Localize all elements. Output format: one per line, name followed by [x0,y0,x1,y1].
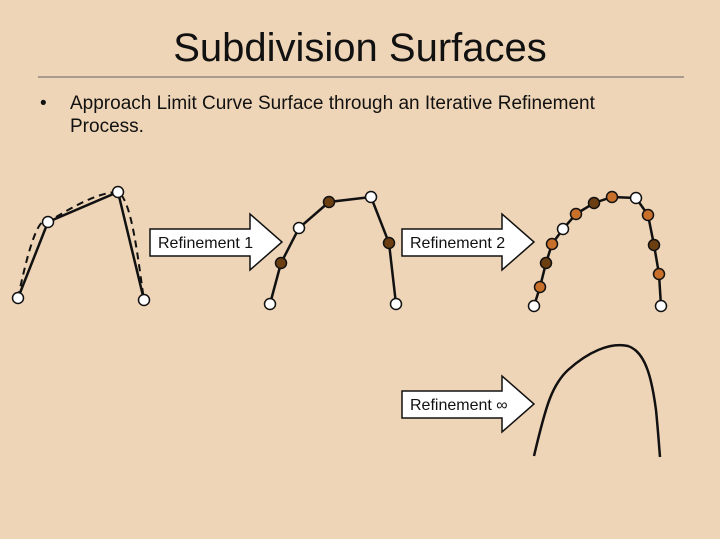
arrow-label: Refinement 2 [410,235,505,252]
dashed-limit-curve [17,190,145,301]
refinement-arrow-infinity: Refinement ∞ [401,374,536,434]
old-point [263,297,277,311]
stage-refinement-1 [263,190,403,311]
old-point [292,221,306,235]
new-point [569,207,583,221]
arrow-label: Refinement 1 [158,235,253,252]
refinement-arrow-2: Refinement 2 [401,212,536,272]
old-point [587,196,601,210]
old-point [654,299,668,313]
new-point [274,256,288,270]
old-point [647,238,661,252]
bullet-marker: • [40,93,47,114]
old-point [364,190,378,204]
new-point [545,237,559,251]
control-point [41,215,55,229]
refinement-arrow-1: Refinement 1 [149,212,284,272]
old-point [556,222,570,236]
old-point [629,191,643,205]
arrow-label: Refinement ∞ [410,397,508,414]
new-point [533,280,547,294]
title-divider [38,76,684,78]
arrow-shape [401,212,536,272]
control-point [137,293,151,307]
new-point [652,267,666,281]
old-point [389,297,403,311]
control-point [11,291,25,305]
new-point [641,208,655,222]
new-point [382,236,396,250]
stage-refinement-2 [527,190,668,313]
new-point [605,190,619,204]
arrow-shape [401,374,536,434]
refined-polygon [268,195,398,305]
control-polygon [16,190,146,301]
limit-curve [532,343,662,458]
bullet-text: Approach Limit Curve Surface through an … [70,93,595,137]
old-point [527,299,541,313]
slide-title: Subdivision Surfaces [173,26,547,70]
old-point [539,256,553,270]
refined-polygon [532,195,663,307]
stage-control-polygon [11,185,151,307]
arrow-shape [149,212,284,272]
new-point [322,195,336,209]
control-point [111,185,125,199]
